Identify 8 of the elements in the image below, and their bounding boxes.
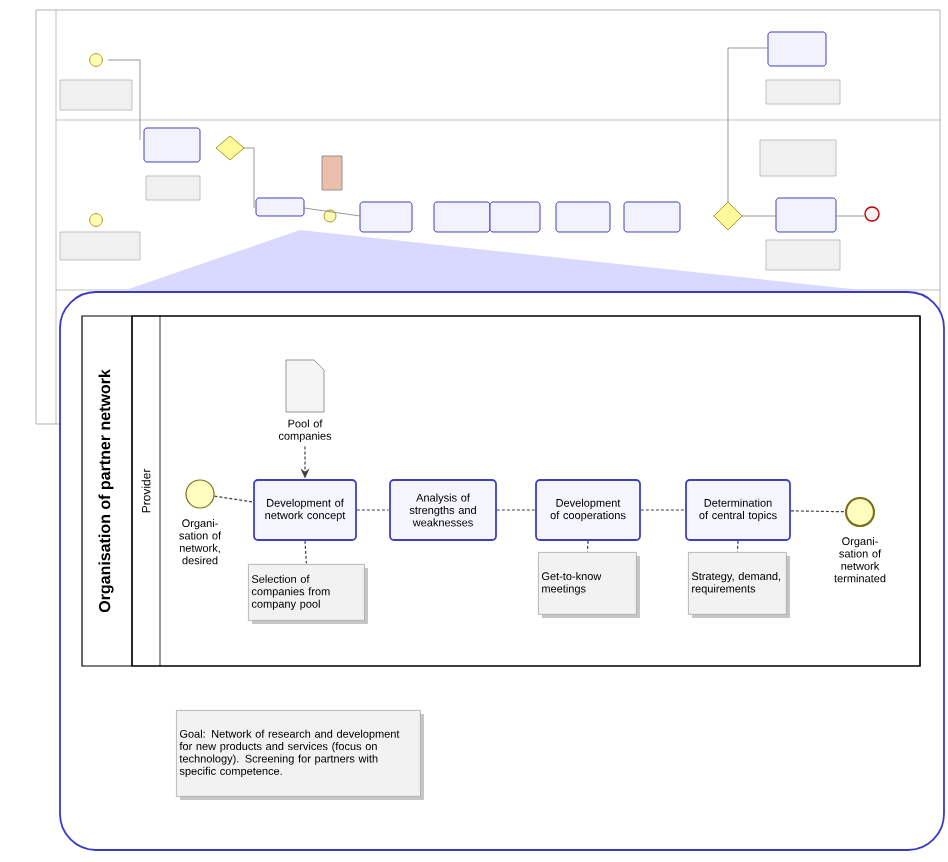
connector-line: [496, 509, 536, 511]
connector-line: [213, 495, 254, 503]
connector-line: [640, 509, 686, 511]
connector-line: [356, 509, 390, 511]
connector-line: [790, 510, 845, 513]
connector-line: [586, 540, 589, 552]
connector-line: [304, 540, 307, 564]
connector-line: [736, 540, 739, 552]
